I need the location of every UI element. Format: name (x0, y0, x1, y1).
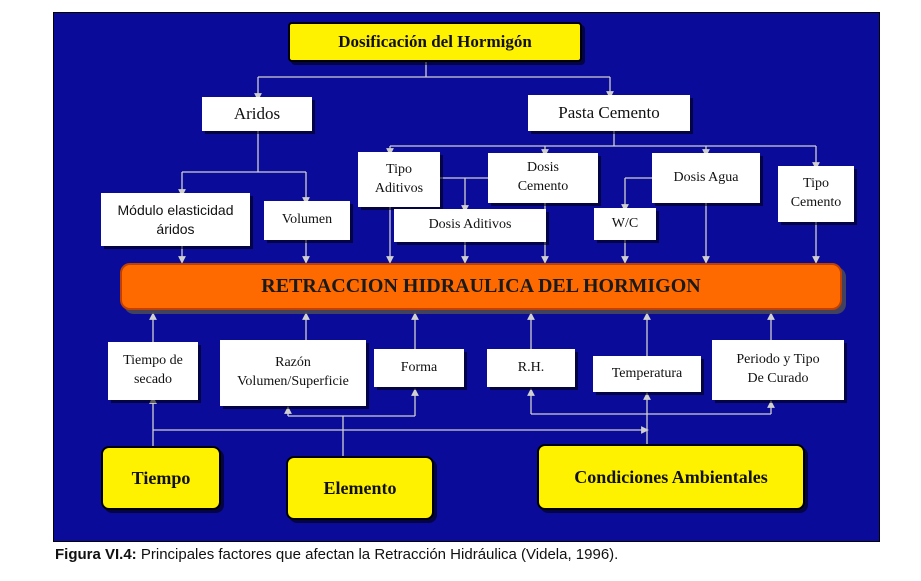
node-forma: Forma (374, 349, 464, 387)
node-dosis-agua: Dosis Agua (652, 153, 760, 203)
node-razon-volumen: Razón Volumen/Superficie (220, 340, 366, 406)
node-rh: R.H. (487, 349, 575, 387)
node-pasta-cemento: Pasta Cemento (528, 95, 690, 131)
node-tiempo: Tiempo (101, 446, 221, 510)
node-tiempo-secado: Tiempo de secado (108, 342, 198, 400)
caption-label: Figura VI.4: (55, 546, 137, 563)
node-condiciones-ambientales: Condiciones Ambientales (537, 444, 805, 510)
caption-text: Principales factores que afectan la Retr… (136, 546, 619, 563)
node-dosis-aditivos: Dosis Aditivos (394, 209, 546, 242)
node-tipo-aditivos: Tipo Aditivos (358, 152, 440, 207)
node-dosis-cemento: Dosis Cemento (488, 153, 598, 203)
node-temperatura: Temperatura (593, 356, 701, 392)
node-wc: W/C (594, 208, 656, 240)
node-volumen: Volumen (264, 201, 350, 240)
node-aridos: Aridos (202, 97, 312, 131)
node-elemento: Elemento (286, 456, 434, 520)
node-periodo-curado: Periodo y Tipo De Curado (712, 340, 844, 400)
figure-caption: Figura VI.4: Principales factores que af… (55, 546, 915, 563)
node-retraccion-hidraulica: RETRACCION HIDRAULICA DEL HORMIGON (120, 263, 842, 310)
node-tipo-cemento: Tipo Cemento (778, 166, 854, 222)
node-dosificacion: Dosificación del Hormigón (288, 22, 582, 62)
node-modulo-elasticidad: Módulo elasticidad áridos (101, 193, 250, 246)
